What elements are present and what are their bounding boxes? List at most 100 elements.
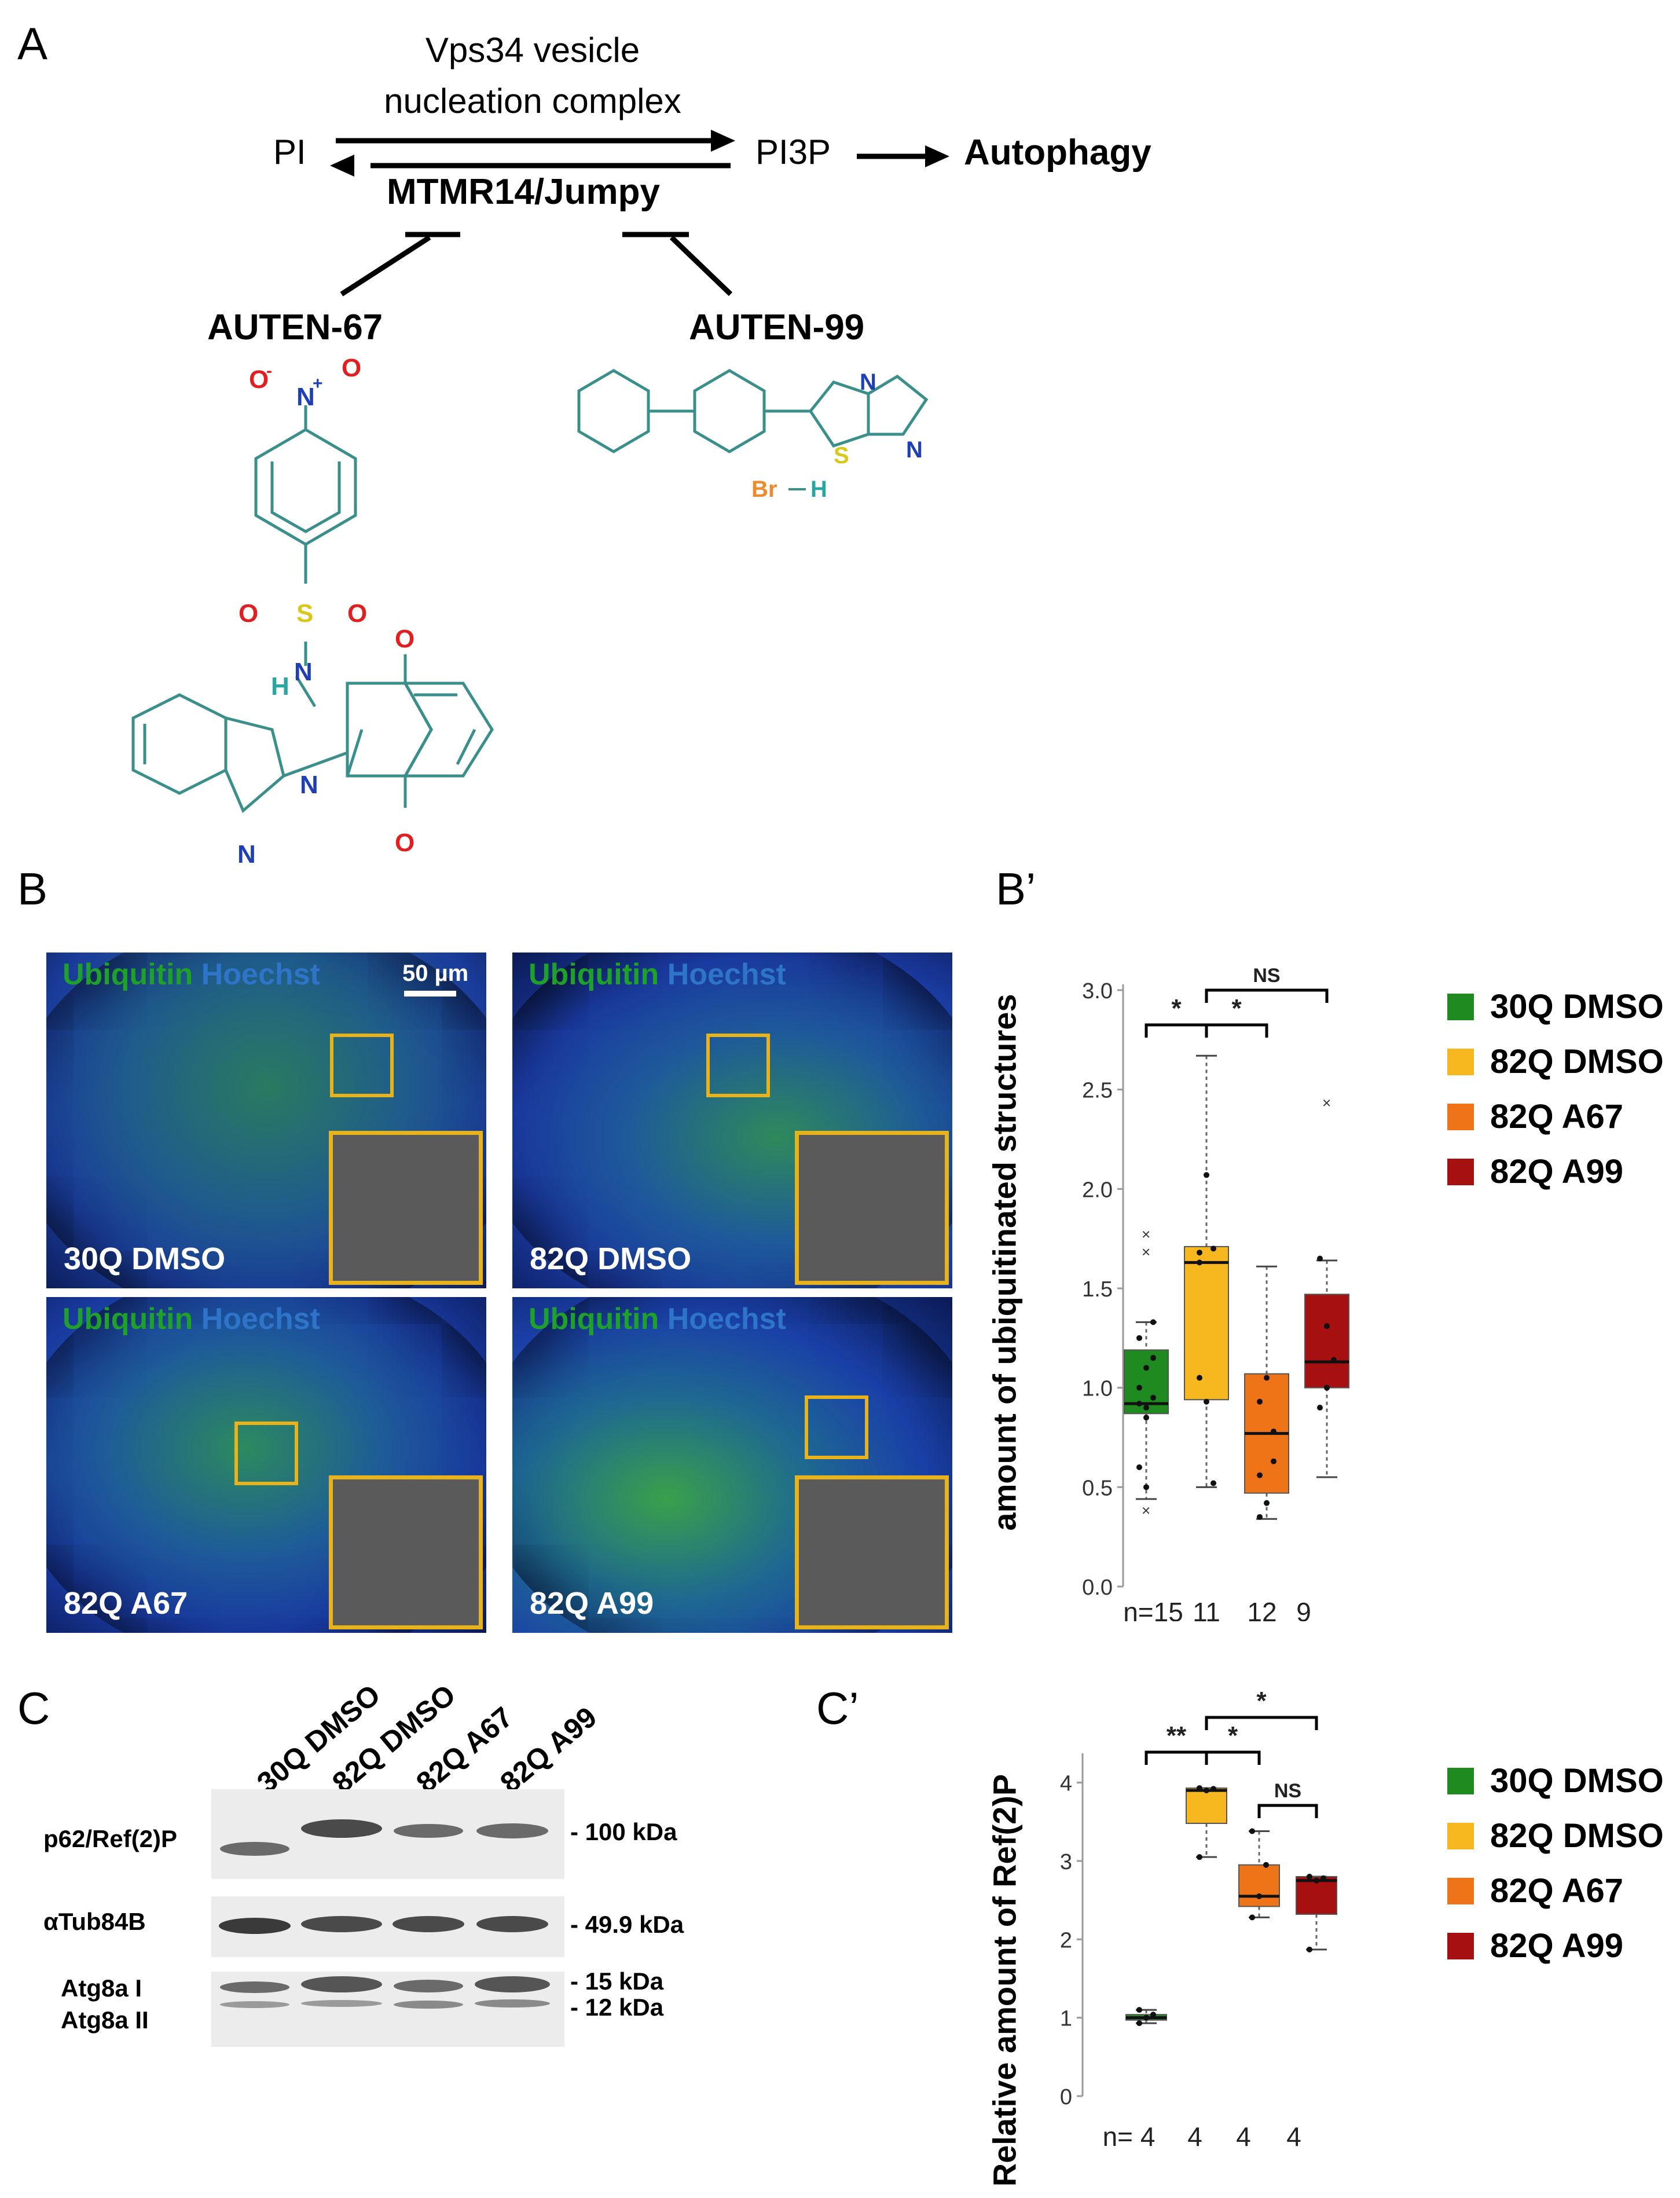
y-tick-label: 2.5 xyxy=(1082,1079,1113,1103)
n-label: n=15 xyxy=(1123,1597,1183,1621)
atom-h-99: H xyxy=(810,477,827,502)
sig-label: NS xyxy=(1253,965,1280,987)
y-tick-label: 1.5 xyxy=(1082,1277,1113,1302)
legend-swatch xyxy=(1447,1103,1474,1130)
inset-zoom xyxy=(795,1475,949,1629)
y-tick-label: 0 xyxy=(1060,2085,1072,2109)
legend-item-82q-a99: 82Q A99 xyxy=(1447,1926,1623,1965)
box xyxy=(1238,1864,1280,1907)
sig-bracket xyxy=(1205,1750,1261,1765)
roi-box xyxy=(805,1395,868,1459)
legend-label: 30Q DMSO xyxy=(1490,1762,1664,1800)
atom-o-nitro: O xyxy=(342,354,361,382)
box xyxy=(1304,1294,1349,1389)
data-point xyxy=(1150,1355,1156,1361)
micrograph-30q-dmso: Ubiquitin Hoechst 50 µm 30Q DMSO xyxy=(46,953,486,1288)
legend-swatch xyxy=(1447,1158,1474,1185)
legend-item-30q: 30Q DMSO xyxy=(1447,987,1664,1026)
data-point xyxy=(1204,1398,1209,1405)
legend-label: 82Q A99 xyxy=(1490,1927,1623,1965)
western-blot xyxy=(211,1789,564,2047)
atom-o-sulfonyl-1: O xyxy=(239,599,258,628)
sig-bracket xyxy=(1145,1023,1208,1038)
channel-ubiquitin: Ubiquitin xyxy=(529,958,659,991)
band xyxy=(393,1916,464,1932)
condition-label: 82Q DMSO xyxy=(530,1241,692,1276)
data-point xyxy=(1324,1323,1330,1329)
atom-n-imidazole-2: N xyxy=(237,840,256,869)
pi-label: PI xyxy=(273,133,306,171)
data-point xyxy=(1256,1893,1262,1899)
data-point xyxy=(1307,1946,1312,1952)
outlier: × xyxy=(1142,1225,1150,1243)
band xyxy=(301,2000,382,2007)
data-point xyxy=(1143,1405,1149,1411)
channel-hoechst: Hoechst xyxy=(667,958,786,991)
legend-label: 82Q A67 xyxy=(1490,1098,1623,1135)
band xyxy=(220,2001,289,2008)
y-tick-label: 4 xyxy=(1060,1772,1072,1796)
ylabel-ubiquitin: amount of ubiquitinated structures xyxy=(986,994,1023,1531)
sig-bracket xyxy=(1257,1804,1318,1818)
roi-box xyxy=(330,1034,394,1097)
y-tick-label: 1.0 xyxy=(1082,1377,1113,1401)
legend-swatch xyxy=(1447,1767,1474,1794)
legend-swatch xyxy=(1447,993,1474,1020)
atom-charge-minus: - xyxy=(266,361,272,380)
band xyxy=(220,1981,289,1993)
atom-n-99-1: N xyxy=(860,369,876,395)
sig-bracket xyxy=(1145,1750,1208,1765)
channel-ubiquitin: Ubiquitin xyxy=(529,1302,659,1336)
sig-bracket xyxy=(1205,1716,1318,1730)
y-tick-label: 2.0 xyxy=(1082,1178,1113,1202)
band xyxy=(475,1976,550,1992)
data-point xyxy=(1211,1245,1216,1252)
roi-box xyxy=(234,1422,298,1485)
data-point xyxy=(1324,1384,1330,1391)
data-point xyxy=(1317,1405,1323,1411)
data-point xyxy=(1264,1500,1270,1506)
data-point xyxy=(1264,1375,1270,1381)
sig-label: NS xyxy=(1274,1780,1301,1802)
auten67-structure: O - N + O S O O H N O O N N xyxy=(131,354,494,869)
micrograph-82q-a67: Ubiquitin Hoechst 82Q A67 xyxy=(46,1297,486,1633)
roi-box xyxy=(706,1034,770,1097)
data-point xyxy=(1257,1472,1263,1478)
data-point xyxy=(1143,1415,1149,1421)
data-point xyxy=(1204,1172,1209,1178)
data-point xyxy=(1307,1874,1312,1880)
data-point xyxy=(1136,1384,1142,1391)
phosphatase-label: MTMR14/Jumpy xyxy=(387,172,660,212)
data-point xyxy=(1136,1464,1142,1470)
panel-letter-a: A xyxy=(17,18,48,69)
y-tick-label: 0.0 xyxy=(1082,1576,1113,1600)
legend-label: 82Q A99 xyxy=(1490,1153,1623,1190)
data-point xyxy=(1271,1458,1276,1464)
data-point xyxy=(1136,2007,1142,2013)
data-point xyxy=(1197,1375,1202,1381)
band xyxy=(476,1916,548,1932)
outlier: × xyxy=(1142,1502,1150,1519)
atom-charge-plus: + xyxy=(313,374,323,393)
mw-100: - 100 kDa xyxy=(570,1818,677,1845)
data-point xyxy=(1249,1914,1255,1921)
row-label-atg8a-i: Atg8a I xyxy=(61,1974,142,2002)
data-point xyxy=(1271,1428,1276,1435)
n-label: n= 4 xyxy=(1103,2122,1156,2152)
legend-swatch xyxy=(1447,1822,1474,1849)
box xyxy=(1184,1245,1229,1401)
legend-label: 82Q A67 xyxy=(1490,1872,1623,1910)
atom-n-amide: N xyxy=(294,658,313,686)
data-point xyxy=(1331,1357,1337,1363)
data-point xyxy=(1197,1250,1202,1256)
condition-label: 82Q A99 xyxy=(530,1586,654,1621)
box xyxy=(1186,1787,1227,1824)
band xyxy=(220,1842,289,1856)
y-tick-label: 0.5 xyxy=(1082,1476,1113,1500)
micrograph-82q-dmso: Ubiquitin Hoechst 82Q DMSO xyxy=(512,953,952,1288)
band xyxy=(476,1823,548,1838)
y-tick-label: 3 xyxy=(1060,1850,1072,1874)
legend-label: 30Q DMSO xyxy=(1490,988,1664,1025)
